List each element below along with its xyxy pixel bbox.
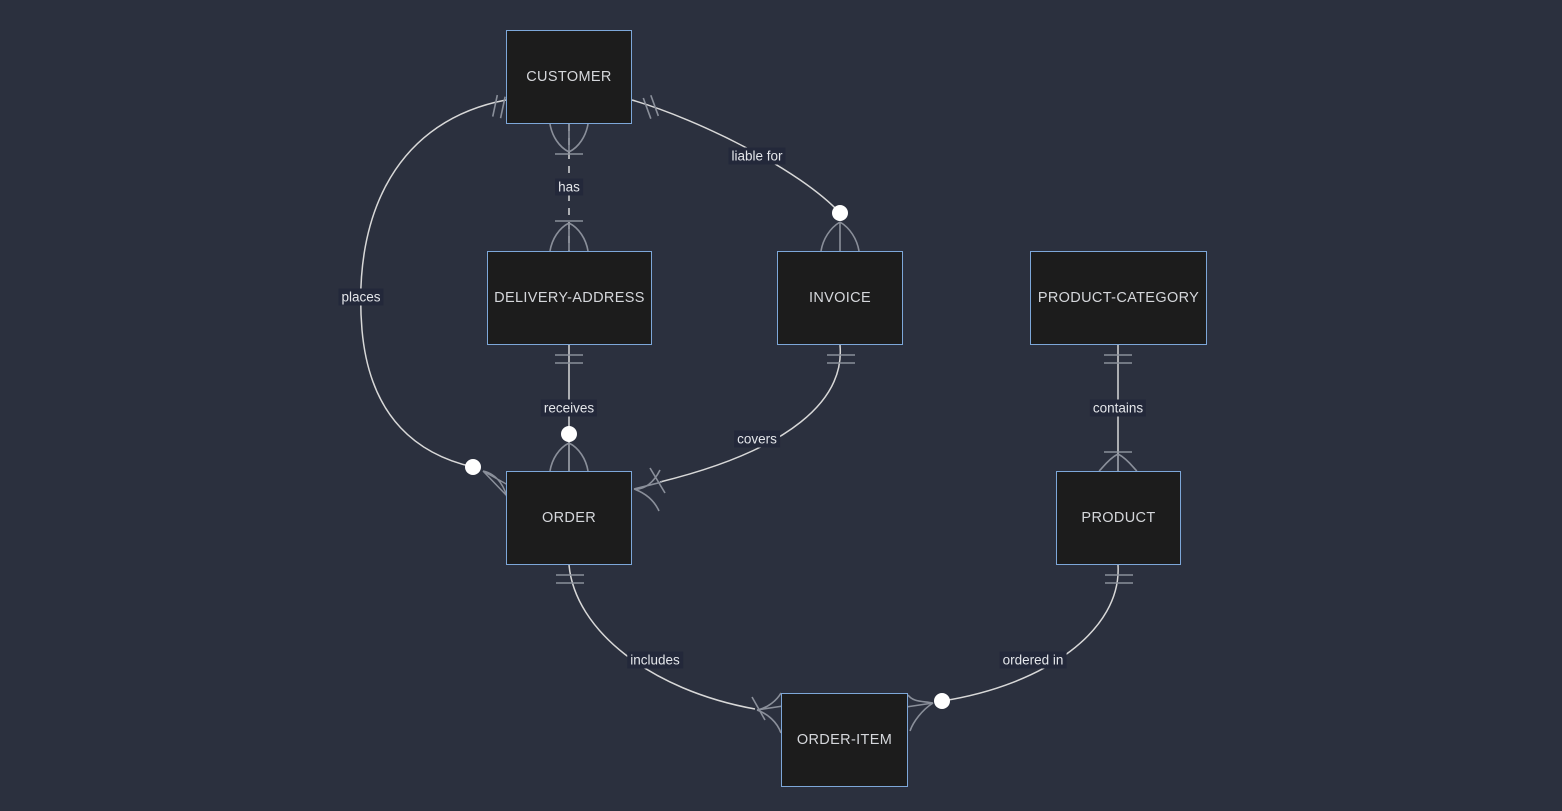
entity-label-customer: CUSTOMER — [526, 69, 612, 85]
marker-has-one-or-many-top — [549, 123, 589, 155]
marker-liable-for-zero-or-many — [820, 205, 860, 252]
relationship-label-has[interactable]: has — [555, 178, 583, 196]
relationship-label-contains[interactable]: contains — [1089, 399, 1147, 417]
entity-label-invoice: INVOICE — [808, 290, 872, 306]
connector-covers — [659, 344, 842, 483]
relationship-label-ordered-in[interactable]: ordered in — [999, 651, 1067, 669]
marker-has-one-or-many-bottom — [549, 220, 589, 252]
marker-liable-for-exactly-one — [642, 94, 660, 119]
connector-layer — [360, 99, 1119, 710]
marker-contains-exactly-one — [1104, 354, 1132, 364]
marker-receives-exactly-one — [555, 354, 583, 364]
marker-places-zero-or-many — [465, 459, 509, 504]
entity-invoice[interactable]: INVOICE — [777, 251, 903, 345]
connector-includes — [568, 564, 756, 710]
entity-label-order-item: ORDER-ITEM — [796, 732, 893, 748]
marker-receives-zero-or-many — [549, 426, 589, 472]
cardinality-marker-layer — [465, 94, 1138, 734]
relationship-label-liable-for[interactable]: liable for — [728, 147, 786, 165]
entity-label-order: ORDER — [541, 510, 597, 526]
connector-ordered-in — [941, 564, 1119, 702]
marker-ordered-in-exactly-one — [1105, 574, 1133, 584]
relationship-label-includes[interactable]: includes — [627, 651, 683, 669]
relationship-label-receives[interactable]: receives — [540, 399, 598, 417]
entity-customer[interactable]: CUSTOMER — [506, 30, 632, 124]
marker-covers-exactly-one — [827, 354, 855, 364]
marker-covers-one-and-only-one — [633, 467, 666, 512]
entity-label-product: PRODUCT — [1081, 510, 1156, 526]
relationship-label-covers[interactable]: covers — [734, 430, 780, 448]
marker-places-exactly-one — [491, 94, 506, 119]
entity-product-category[interactable]: PRODUCT-CATEGORY — [1030, 251, 1207, 345]
marker-includes-one-and-only-one — [751, 692, 784, 734]
entity-order[interactable]: ORDER — [506, 471, 632, 565]
entity-product[interactable]: PRODUCT — [1056, 471, 1181, 565]
entity-label-product-category: PRODUCT-CATEGORY — [1037, 290, 1200, 306]
entity-delivery-address[interactable]: DELIVERY-ADDRESS — [487, 251, 652, 345]
marker-includes-exactly-one — [556, 574, 584, 584]
relationship-label-places[interactable]: places — [338, 288, 384, 306]
marker-contains-one-or-many — [1098, 451, 1138, 472]
entity-order-item[interactable]: ORDER-ITEM — [781, 693, 908, 787]
connector-places — [360, 99, 507, 468]
marker-ordered-in-zero-or-many — [905, 693, 950, 732]
entity-label-delivery-address: DELIVERY-ADDRESS — [494, 290, 645, 306]
